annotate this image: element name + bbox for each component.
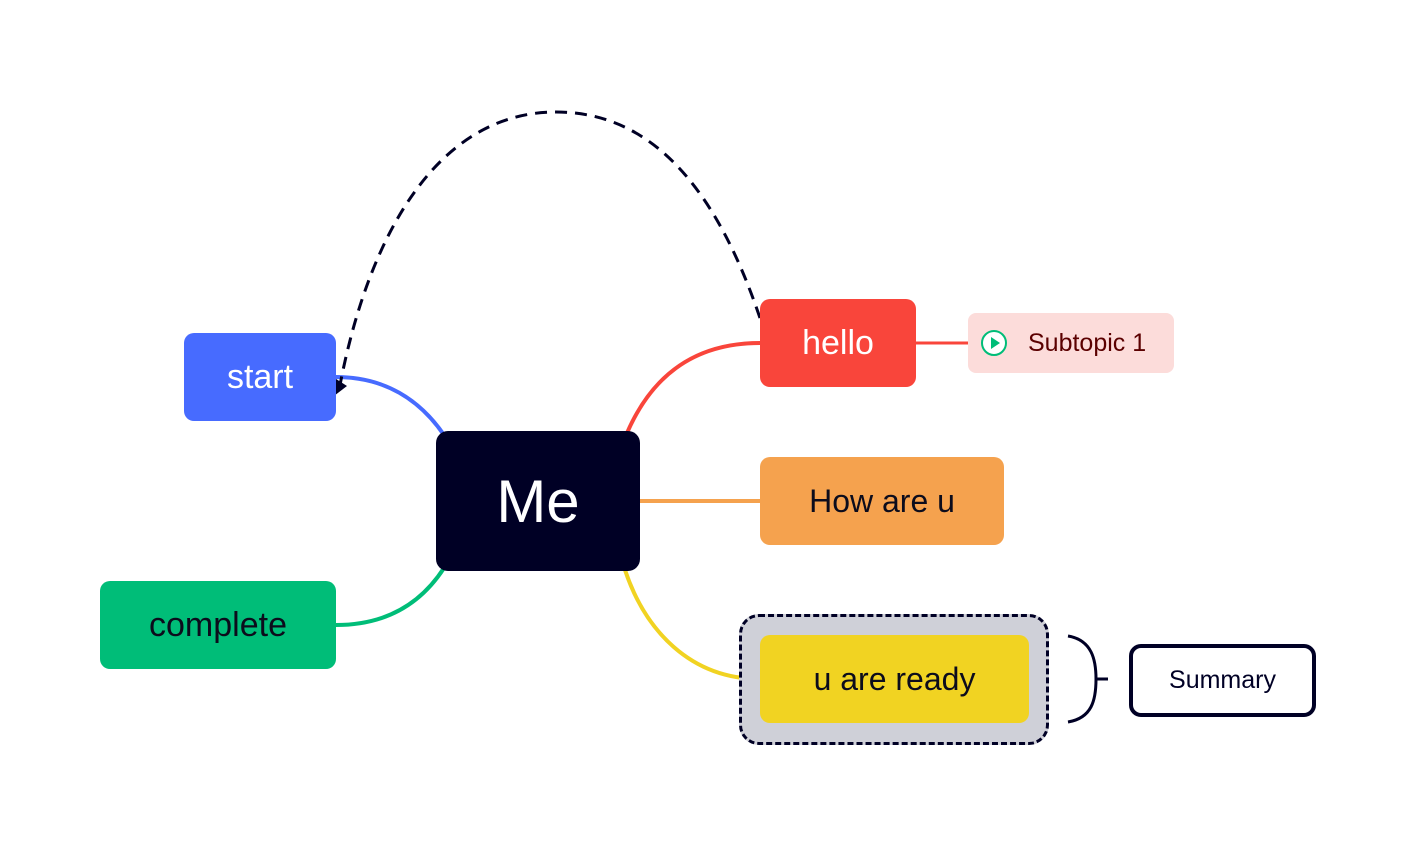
relationship-line[interactable] [338, 110, 762, 386]
summary-brace[interactable] [1067, 634, 1108, 724]
central-topic-label: Me [496, 467, 580, 535]
topic-how-are-u-label: How are u [809, 482, 955, 519]
branch-line-u-are-ready [623, 569, 761, 681]
central-topic[interactable]: Me [436, 431, 640, 571]
topic-how-are-u[interactable]: How are u [760, 457, 1004, 545]
branch-line-start [335, 375, 446, 437]
subtopic-1[interactable]: Subtopic 1 [968, 313, 1174, 373]
subtopic-1-label: Subtopic 1 [1028, 328, 1147, 357]
branch-line-hello [625, 341, 761, 434]
topic-u-are-ready-label: u are ready [813, 660, 976, 697]
summary-node[interactable]: Summary [1129, 644, 1316, 717]
topic-u-are-ready[interactable]: u are ready [760, 635, 1029, 723]
summary-label: Summary [1169, 666, 1276, 694]
branch-line-complete [335, 566, 446, 627]
topic-hello[interactable]: hello [760, 299, 916, 387]
topic-start-label: start [226, 357, 294, 396]
play-circle-icon[interactable] [980, 329, 1008, 357]
topic-complete-label: complete [149, 605, 287, 644]
topic-start[interactable]: start [184, 333, 336, 421]
topic-hello-label: hello [802, 323, 874, 362]
topic-complete[interactable]: complete [100, 581, 336, 669]
